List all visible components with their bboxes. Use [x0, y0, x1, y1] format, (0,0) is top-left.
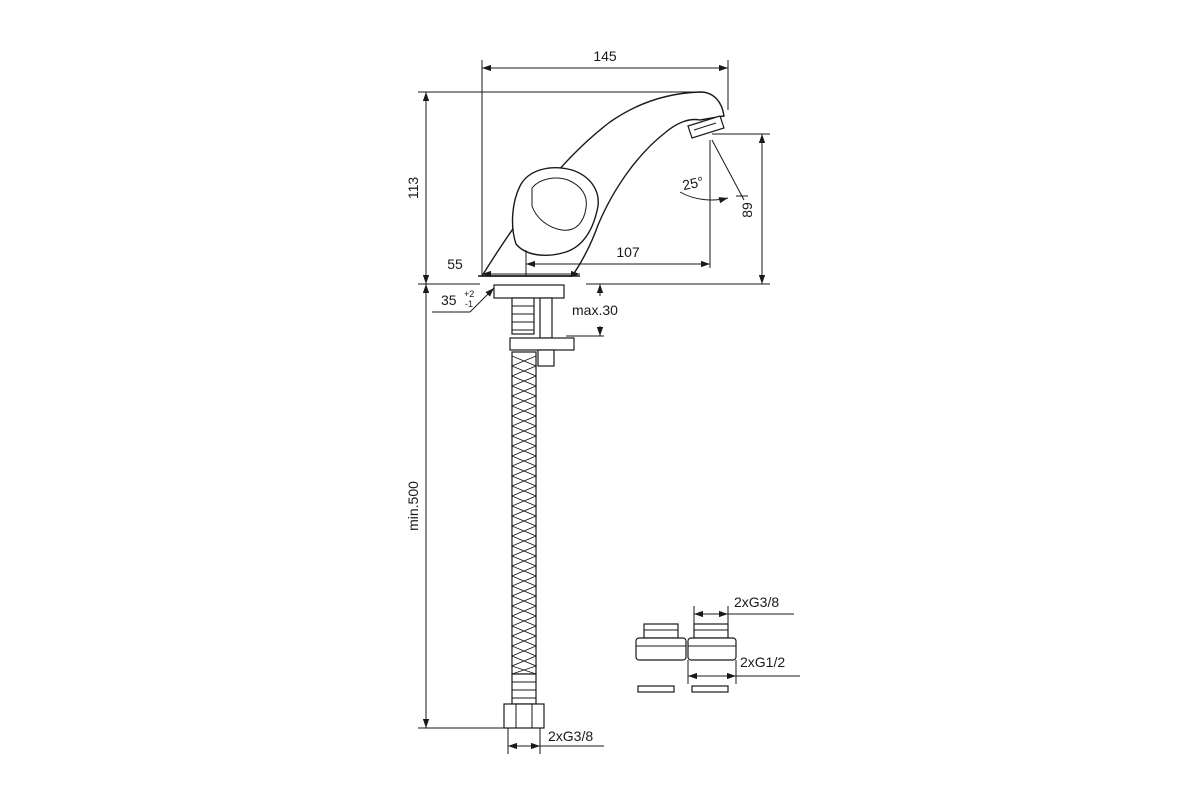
dim-height-total: 113	[405, 177, 421, 200]
mounting-hardware	[493, 284, 575, 367]
lever-handle-inner	[531, 177, 587, 231]
dim-hole-tol-minus: -1	[465, 299, 473, 309]
dim-deck-thickness: max.30	[572, 302, 618, 318]
hose-nut	[503, 703, 545, 729]
dim-hose-length: min.500	[405, 481, 421, 531]
dim-hole-tol-plus: +2	[464, 289, 474, 299]
lever-handle	[511, 167, 599, 256]
washer-right	[691, 685, 729, 693]
dim-angle: 25°	[681, 173, 705, 193]
mounting-stud	[539, 297, 553, 339]
adapters	[635, 623, 737, 693]
aerator	[687, 115, 725, 139]
deck-plate	[493, 284, 565, 299]
dim-hole: 35	[441, 292, 457, 308]
dim-adapter-outer-thread: 2xG1/2	[740, 654, 785, 670]
hose-tube	[511, 351, 537, 675]
dim-hose-thread: 2xG3/8	[548, 728, 593, 744]
dim-adapter-inner-thread: 2xG3/8	[734, 594, 779, 610]
adapter-right	[687, 623, 737, 693]
hose-crimp	[511, 673, 537, 705]
fixing-bracket	[509, 337, 575, 351]
adapter-left	[635, 623, 687, 693]
dim-base-width: 55	[447, 256, 463, 272]
dimension-lines	[418, 60, 800, 754]
washer-left	[637, 685, 675, 693]
dim-spout-height: 89	[739, 202, 755, 218]
dim-width-total: 145	[593, 48, 617, 64]
hose-connector-top	[511, 297, 535, 335]
dimension-labels: 145 113 89 107 55 25° 35 +2 -1 max.30 mi…	[405, 48, 785, 744]
flex-hose	[503, 351, 545, 729]
faucet-body	[478, 91, 725, 277]
hose-braid	[510, 355, 538, 675]
fixing-nut	[537, 349, 555, 367]
dim-spout-reach: 107	[616, 244, 640, 260]
